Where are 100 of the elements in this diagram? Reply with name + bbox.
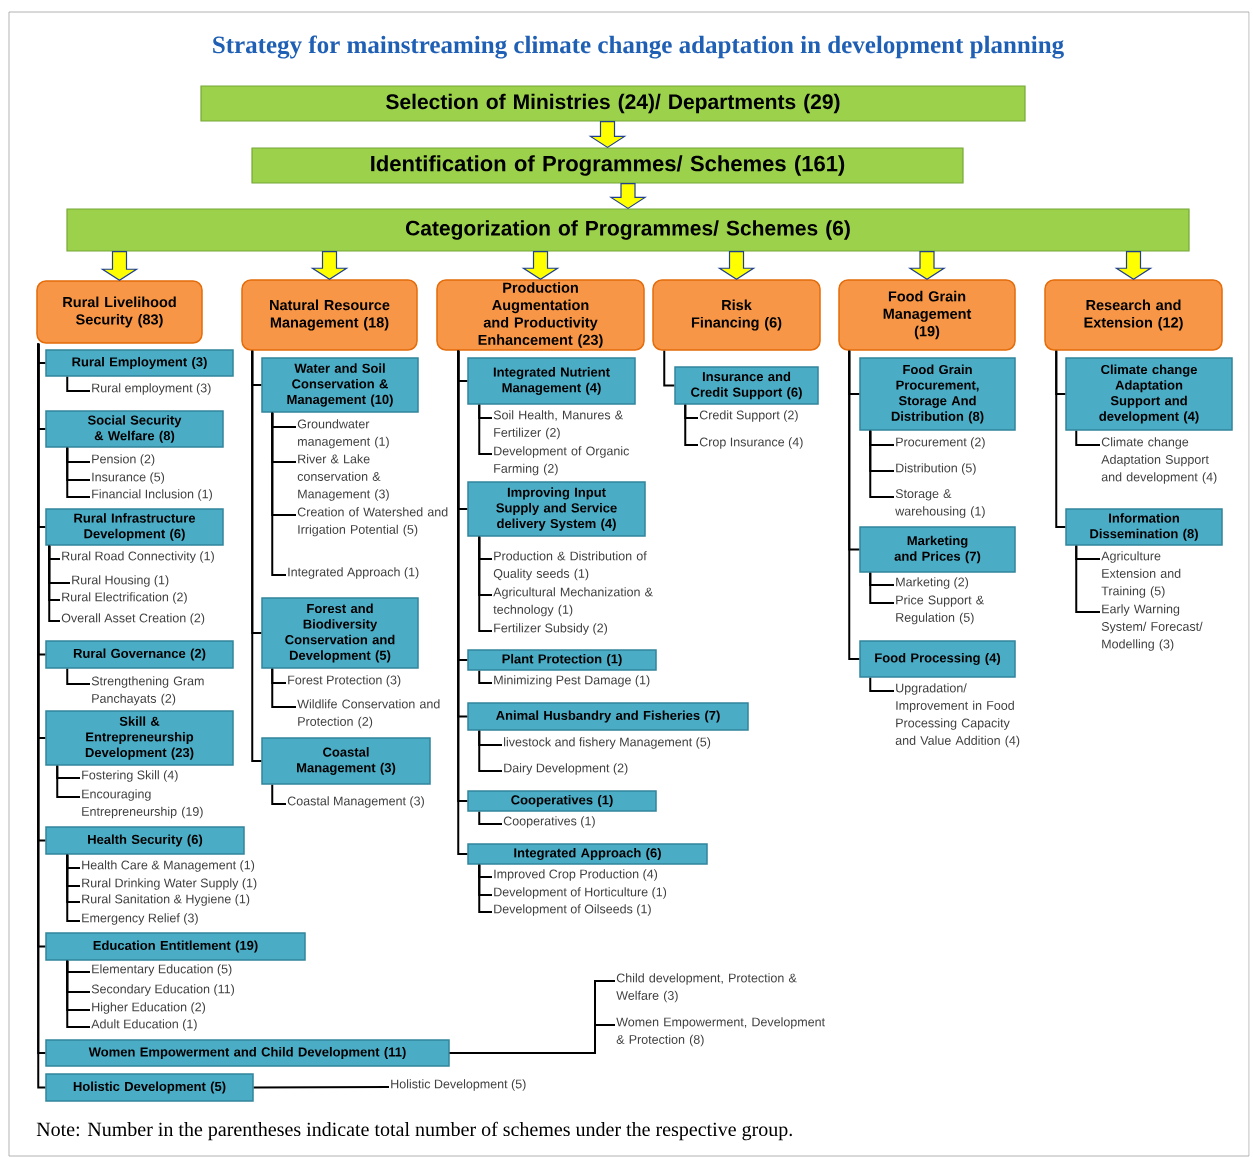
block-arrow [100, 251, 139, 281]
block-arrow [608, 183, 648, 210]
scheme-label: Minimizing Pest Damage (1) [494, 675, 650, 687]
tree-connector [478, 669, 493, 684]
subcategory-box: Food Grain Procurement, Storage And Distribution (8) [859, 357, 1016, 431]
scheme-label: Climate change Adaptation Support and development (4) [1101, 437, 1217, 484]
block-arrow [717, 251, 756, 280]
subcategory-box: Integrated Approach (6) [467, 843, 708, 865]
scheme-label: Forest Protection (3) [288, 675, 401, 687]
scheme-label: Higher Education (2) [92, 1002, 206, 1014]
tree-connector [478, 863, 493, 913]
subcategory-box: Food Processing (4) [859, 640, 1016, 678]
scheme-label: Integrated Approach (1) [288, 567, 419, 579]
tree-connector [478, 535, 493, 632]
subcategory-box: Social Security & Welfare (8) [45, 410, 224, 448]
note-text: Note: Number in the parentheses indicate total number of schemes under the respective group. [36, 1121, 792, 1141]
scheme-label: Crop Insurance (4) [699, 437, 803, 449]
subcategory-box: Information Dissemination (8) [1065, 508, 1223, 546]
scheme-label: Holistic Development (5) [391, 1079, 526, 1091]
scheme-label: Agricultural Mechanization & technology (1) [493, 587, 653, 617]
diagram-title: Strategy for mainstreaming climate change adaptation in development planning [213, 35, 1064, 59]
scheme-label: Creation of Watershed and Irrigation Potential (5) [297, 507, 448, 537]
scheme-label: Early Warning System/ Forecast/ Modelling (3) [1101, 604, 1203, 651]
scheme-label: Credit Support (2) [699, 410, 798, 422]
scheme-label: Price Support & Regulation (5) [896, 595, 984, 625]
scheme-label: Production & Distribution of Quality seeds (1) [493, 551, 647, 581]
scheme-label: Pension (2) [92, 454, 155, 466]
scheme-label: Cooperatives (1) [503, 816, 595, 828]
tree-connector [252, 1086, 390, 1089]
process-bar: Categorization of Programmes/ Schemes (6) [66, 208, 1190, 252]
tree-connector [271, 667, 297, 708]
scheme-label: Rural Electrification (2) [62, 592, 187, 604]
tree-connector [1075, 429, 1101, 446]
subcategory-box: Coastal Management (3) [261, 737, 431, 785]
scheme-label: Emergency Relief (3) [82, 913, 198, 925]
category-box: Natural Resource Management (18) [241, 279, 418, 351]
subcategory-box: Animal Husbandry and Fisheries (7) [467, 702, 749, 731]
tree-connector [271, 783, 287, 805]
scheme-label: Secondary Education (11) [91, 984, 234, 996]
scheme-label: Soil Health, Manures & Fertilizer (2) [493, 410, 623, 440]
tree-connector [66, 667, 91, 685]
tree-connector [1075, 544, 1101, 613]
scheme-label: River & Lake conservation & Management (3) [297, 454, 389, 501]
subcategory-box: Integrated Nutrient Management (4) [467, 357, 636, 405]
scheme-label: Distribution (5) [896, 463, 976, 475]
block-arrow [907, 251, 947, 280]
tree-connector [1055, 349, 1067, 528]
scheme-label: Storage & warehousing (1) [895, 489, 985, 518]
scheme-label: Upgradation/ Improvement in Food Processing Capacity and Value Addition (4) [895, 683, 1020, 748]
category-box: Rural Livelihood Security (83) [36, 280, 203, 344]
scheme-label: Health Care & Management (1) [82, 860, 255, 872]
scheme-label: Fostering Skill (4) [82, 770, 178, 782]
scheme-label: Procurement (2) [896, 437, 985, 449]
subcategory-box: Rural Governance (2) [45, 640, 234, 669]
tree-connector [48, 544, 61, 622]
tree-connector [66, 446, 91, 498]
subcategory-box: Women Empowerment and Child Development (11) [45, 1039, 450, 1067]
scheme-label: Fertilizer Subsidy (2) [494, 623, 607, 635]
subcategory-box: Cooperatives (1) [467, 790, 657, 812]
subcategory-box: Water and Soil Conservation & Management (10) [261, 357, 419, 413]
process-bar: Selection of Ministries (24)/ Departments (29) [200, 85, 1026, 122]
scheme-label: Insurance (5) [92, 472, 165, 484]
scheme-label: Rural employment (3) [92, 383, 211, 395]
tree-connector [478, 729, 503, 772]
scheme-label: Adult Education (1) [91, 1019, 197, 1031]
tree-connector [663, 349, 676, 387]
tree-connector [684, 403, 699, 446]
tree-connector [478, 403, 493, 455]
tree-connector [848, 349, 861, 660]
subcategory-box: Rural Employment (3) [45, 349, 234, 377]
scheme-label: Marketing (2) [896, 577, 969, 589]
scheme-label: Rural Housing (1) [72, 575, 169, 587]
scheme-label: Agriculture Extension and Training (5) [1101, 551, 1181, 598]
scheme-label: Rural Sanitation & Hygiene (1) [82, 894, 250, 906]
scheme-label: Rural Road Connectivity (1) [62, 551, 214, 563]
tree-connector [869, 429, 895, 498]
tree-connector [869, 571, 895, 604]
tree-connector [66, 853, 81, 922]
scheme-label: Child development, Protection & Welfare (3) [616, 973, 797, 1003]
scheme-label: Coastal Management (3) [287, 796, 424, 808]
scheme-label: Improved Crop Production (4) [494, 869, 658, 881]
subcategory-box: Skill & Entrepreneurship Development (23) [45, 710, 234, 766]
tree-connector [66, 959, 91, 1028]
subcategory-box: Health Security (6) [45, 826, 245, 855]
scheme-label: Development of Oilseeds (1) [494, 904, 651, 916]
scheme-label: Elementary Education (5) [92, 964, 232, 976]
block-arrow [310, 251, 349, 280]
scheme-label: Wildlife Conservation and Protection (2) [297, 699, 440, 729]
subcategory-box: Plant Protection (1) [467, 649, 657, 671]
scheme-label: Development of Organic Farming (2) [494, 446, 629, 476]
process-bar: Identification of Programmes/ Schemes (161) [251, 147, 964, 184]
category-box: Production Augmentation and Productivity Enhancement (23) [436, 279, 645, 351]
category-box: Risk Financing (6) [652, 279, 821, 351]
tree-connector [271, 411, 287, 576]
category-box: Research and Extension (12) [1044, 279, 1223, 351]
scheme-label: Groundwater management (1) [297, 419, 389, 449]
subcategory-box: Improving Input Supply and Service delivery System (4) [467, 481, 646, 537]
category-box: Food Grain Management (19) [838, 279, 1016, 351]
subcategory-box: Holistic Development (5) [45, 1073, 254, 1102]
scheme-label: Development of Horticulture (1) [494, 887, 667, 899]
